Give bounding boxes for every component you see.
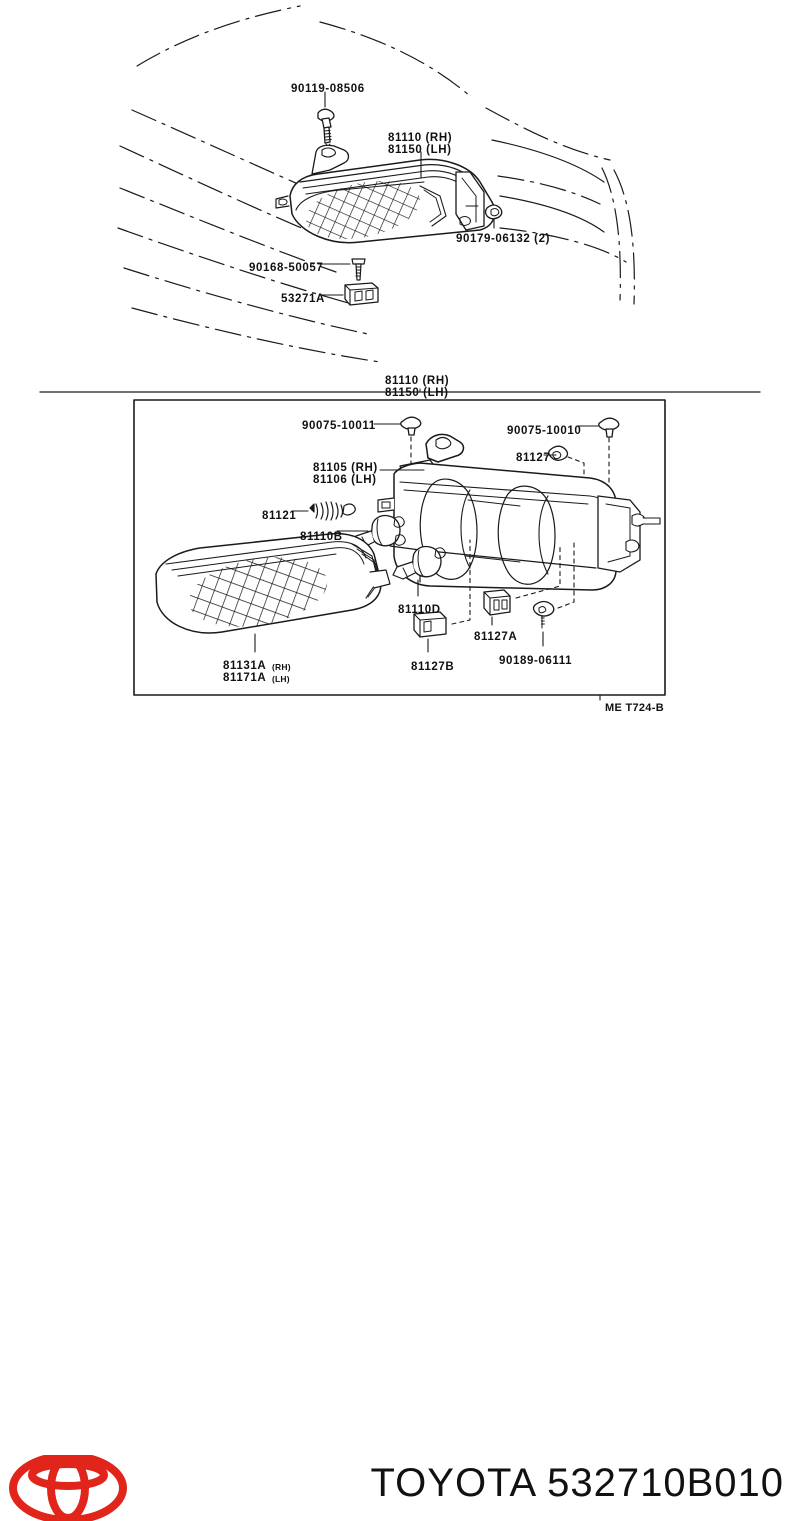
- callout-53271a: 53271A: [281, 293, 325, 305]
- lower-header-81150-lh: 81150 (LH): [385, 387, 449, 399]
- lower-header-81110-rh: 81110 (RH): [385, 375, 450, 387]
- footer-brand-part: TOYOTA 532710B010: [370, 1461, 784, 1505]
- callout-81105-rh: 81105 (RH): [313, 462, 378, 474]
- parts-diagram-page: 90119-08506 81110 (RH) 81150 (LH) 90179-…: [0, 5, 800, 1521]
- callout-90075-10010: 90075-10010: [507, 425, 582, 437]
- callout-81110-rh: 81110 (RH): [388, 132, 453, 144]
- callout-90179-06132: 90179-06132 (2): [456, 233, 551, 245]
- callout-90189-06111: 90189-06111: [499, 655, 573, 667]
- diagram-code: ME T724-B: [605, 702, 664, 714]
- callout-81127b: 81127B: [411, 661, 455, 673]
- callout-81110b: 81110B: [300, 531, 343, 543]
- callout-81127a: 81127A: [474, 631, 518, 643]
- callout-90119-08506: 90119-08506: [291, 83, 365, 95]
- callout-81127: 81127: [516, 452, 551, 464]
- callout-81110d: 81110D: [398, 604, 441, 616]
- callout-81150-lh: 81150 (LH): [388, 144, 452, 156]
- callout-81171a-side: (LH): [272, 674, 290, 684]
- callout-90075-10011: 90075-10011: [302, 420, 376, 432]
- callout-81131a-side: (RH): [272, 662, 291, 672]
- toyota-logo: [9, 1455, 127, 1521]
- callout-81171a: 81171A: [223, 672, 267, 684]
- callout-90168-50057: 90168-50057: [249, 262, 324, 274]
- callout-81106-lh: 81106 (LH): [313, 474, 377, 486]
- footer-bar: TOYOTA 532710B010: [0, 726, 800, 1521]
- callout-81131a: 81131A: [223, 660, 267, 672]
- callout-81121: 81121: [262, 510, 297, 522]
- diagram-canvas: [39, 5, 761, 701]
